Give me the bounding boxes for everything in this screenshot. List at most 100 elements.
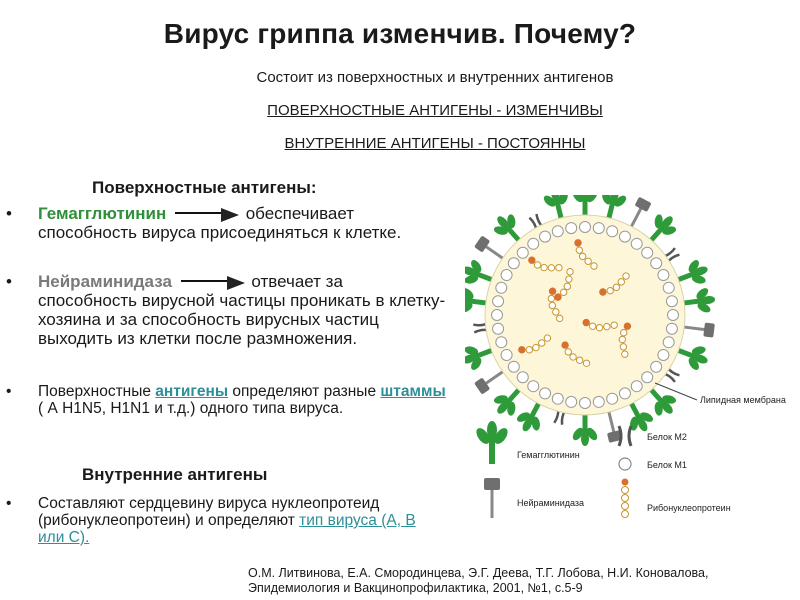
citation-line-2: Эпидемиология и Вакцинопрофилактика, 200… <box>248 581 583 595</box>
m1-protein <box>551 392 564 405</box>
m1-protein <box>500 348 513 361</box>
legend-rnp: Рибонуклеопротеин <box>647 503 731 513</box>
m1-protein <box>565 395 578 408</box>
legend-m2: Белок M2 <box>647 432 687 442</box>
term-neuraminidase: Нейраминидаза <box>38 272 172 291</box>
m1-protein <box>650 360 663 373</box>
virus-type-link[interactable]: тип вируса (А, В или С). <box>38 512 416 546</box>
legend-m1: Белок M1 <box>647 460 687 470</box>
m1-legend-icon <box>618 457 632 471</box>
citation-line-1: О.М. Литвинова, Е.А. Смородинцева, Э.Г. … <box>248 566 709 580</box>
hemagglutinin-spike <box>543 195 568 221</box>
bullet-neuraminidase: • Нейраминидаза отвечает за способность … <box>6 272 446 348</box>
rnp-chain <box>528 256 563 272</box>
m1-protein <box>491 309 503 321</box>
bullet-dot: • <box>6 495 12 512</box>
hemagglutinin-spike <box>465 288 489 313</box>
m1-protein <box>641 371 654 384</box>
m1-protein <box>592 222 605 235</box>
subtitle: Состоит из поверхностных и внутренних ан… <box>256 69 614 86</box>
bullet-dot: • <box>6 272 12 291</box>
m1-protein <box>539 230 552 243</box>
m1-protein <box>492 322 505 335</box>
m1-protein <box>516 246 529 259</box>
antigens-link[interactable]: антигены <box>155 383 229 400</box>
arrow-icon <box>180 275 245 290</box>
surface-variable-line: ПОВЕРХНОСТНЫЕ АНТИГЕНЫ - ИЗМЕНЧИВЫ <box>267 102 603 119</box>
internal-constant-line: ВНУТРЕННИЕ АНТИГЕНЫ - ПОСТОЯННЫ <box>284 135 586 152</box>
slide-title: Вирус гриппа изменчив. Почему? <box>163 18 637 49</box>
m1-protein <box>507 257 520 270</box>
m1-protein <box>665 295 678 308</box>
hemagglutinin-spike <box>675 260 708 284</box>
strains-link[interactable]: штаммы <box>380 383 446 400</box>
m1-protein <box>565 222 578 235</box>
ribonucleoproteins <box>518 239 632 367</box>
hemagglutinin-spike <box>517 400 542 432</box>
m1-protein <box>500 269 513 282</box>
m1-protein <box>495 281 508 294</box>
hemagglutinin-spike <box>572 195 598 217</box>
m1-protein <box>516 371 529 384</box>
neuraminidase-spike <box>629 197 651 229</box>
rnp-chain <box>561 341 591 367</box>
arrow-icon <box>174 207 239 222</box>
hemagglutinin-spike <box>602 195 627 221</box>
hemagglutinin-spike <box>648 214 677 244</box>
m1-protein <box>606 225 619 238</box>
m1-protein <box>527 237 540 250</box>
bullet-hemagglutinin: • Гемагглютинин обеспечивает способность… <box>6 204 446 242</box>
hemagglutinin-spike <box>675 346 708 370</box>
hemagglutinin-continuation: способность вируса присоединяться к клет… <box>38 223 402 242</box>
internal-text: Составляют сердцевину вируса нуклеопроте… <box>38 495 380 529</box>
rnp-chain <box>582 318 618 332</box>
neuraminidase-text-after: отвечает за <box>251 272 343 291</box>
bullet-dot: • <box>6 383 12 400</box>
strains-suffix: ( А H1N5, H1N1 и т.д.) одного типа вирус… <box>38 400 344 417</box>
neuraminidase-spike <box>606 409 623 443</box>
strains-prefix: Поверхностные <box>38 383 156 400</box>
legend-neuraminidase: Нейраминидаза <box>517 498 585 508</box>
membrane-pointer-line <box>654 382 698 401</box>
hemagglutinin-legend-icon <box>476 421 508 464</box>
m1-protein <box>641 246 654 259</box>
rnp-chain <box>518 334 552 354</box>
bullet-strains: • Поверхностные антигены определяют разн… <box>6 383 446 417</box>
hemagglutinin-spike <box>572 413 598 446</box>
hemagglutinin-spike <box>648 386 677 416</box>
hemagglutinin-spike <box>493 386 522 416</box>
rnp-chain <box>554 268 574 301</box>
legend-icons <box>476 421 633 518</box>
m1-protein <box>579 221 591 233</box>
rnp-legend-icon <box>621 478 629 518</box>
internal-antigens-heading: Внутренние антигены <box>82 465 268 484</box>
neuraminidase-spike <box>474 369 506 394</box>
lipid-membrane <box>484 214 686 416</box>
m1-protein <box>667 309 679 321</box>
legend-hemagglutinin: Гемагглютинин <box>517 450 580 460</box>
virus-diagram <box>465 195 716 446</box>
m1-protein <box>606 392 619 405</box>
m1-protein <box>592 395 605 408</box>
neuraminidase-continuation: способность вирусной частицы проникать в… <box>38 291 446 348</box>
m1-protein <box>630 380 643 393</box>
strains-middle: определяют разные <box>228 383 381 400</box>
neuraminidase-legend-icon <box>484 478 500 518</box>
m1-protein <box>630 237 643 250</box>
m1-protein <box>551 225 564 238</box>
term-hemagglutinin: Гемагглютинин <box>38 204 167 223</box>
surface-antigens-heading: Поверхностные антигены: <box>92 178 317 197</box>
hemagglutinin-text-after: обеспечивает <box>245 204 355 223</box>
surface-spikes <box>465 195 716 446</box>
m1-protein <box>650 257 663 270</box>
rnp-chain <box>618 322 632 358</box>
neuraminidase-spike <box>682 322 715 338</box>
m1-protein <box>662 336 675 349</box>
m1-protein <box>657 269 670 282</box>
m1-protein <box>618 230 631 243</box>
m1-protein <box>492 295 505 308</box>
hemagglutinin-spike <box>465 260 495 284</box>
m1-protein <box>579 397 591 409</box>
rnp-chain <box>547 287 564 323</box>
m1-protein <box>618 387 631 400</box>
